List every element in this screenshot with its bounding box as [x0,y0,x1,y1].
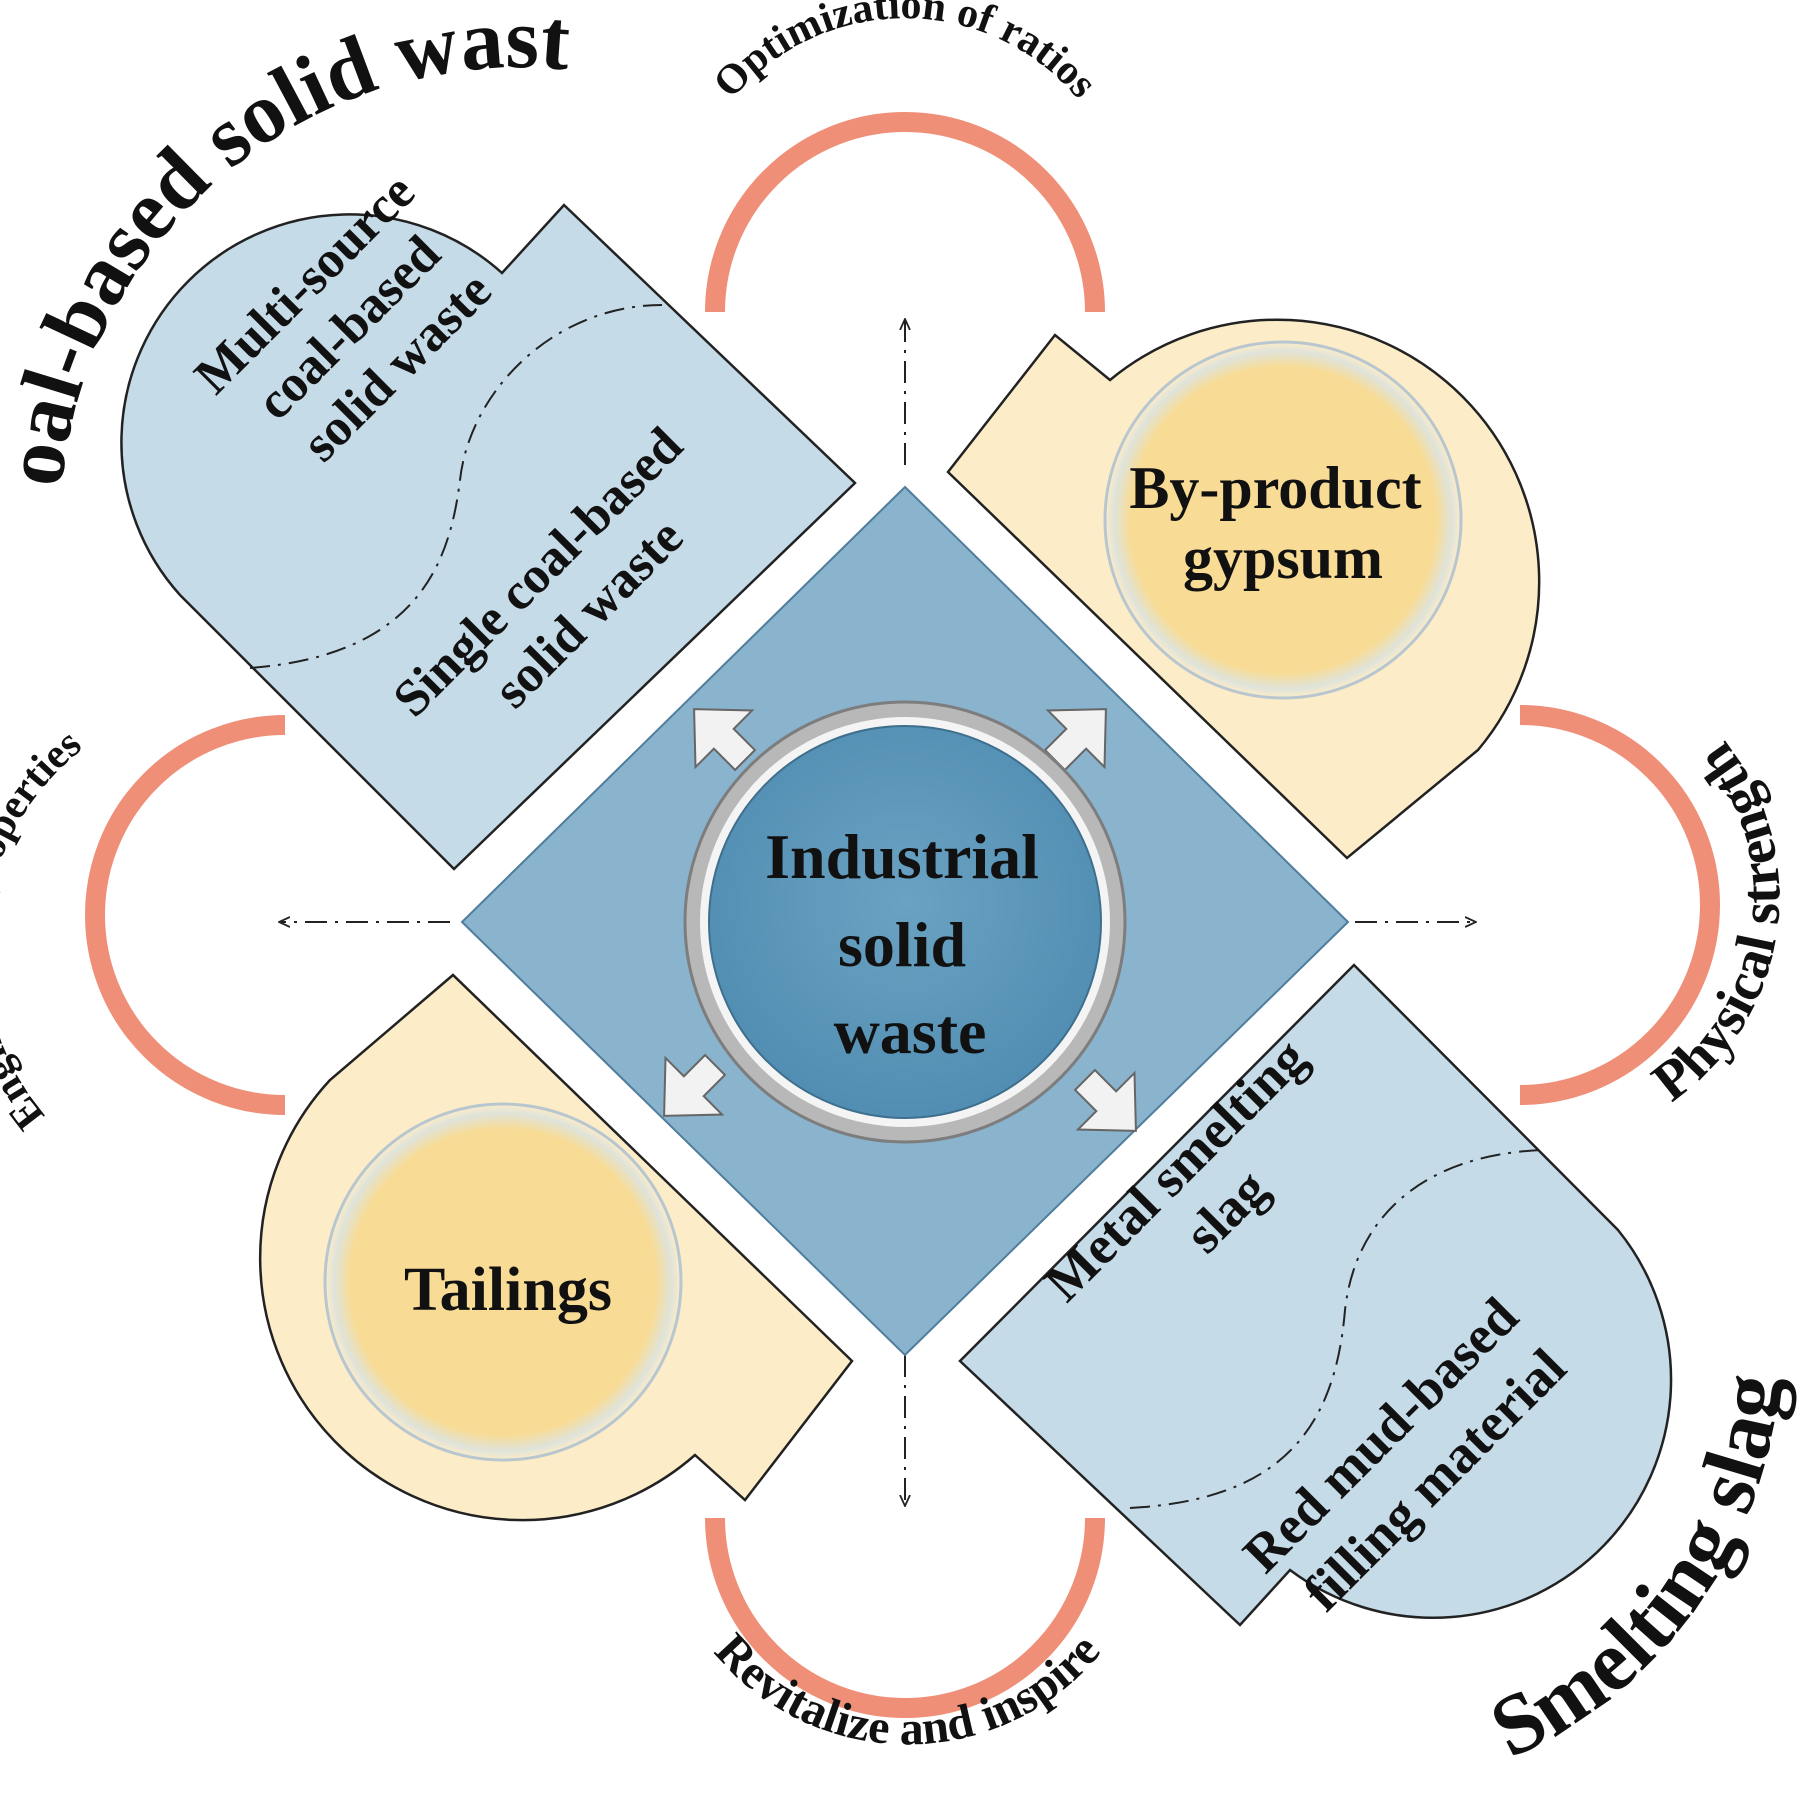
arc-label-left: Engineering properties [0,720,90,1138]
arrow-to-coal [693,708,757,772]
petal-coal-based [120,203,857,871]
tailings-label: Tailings [404,1256,612,1324]
arrow-to-gypsum [1043,708,1107,772]
gypsum-label-line-2: gypsum [1183,525,1383,591]
arc-label-top: Optimization of ratios [705,0,1106,107]
petal-coal-based-shape [120,203,857,871]
arrow-to-tailings [663,1053,727,1117]
center-label-line-2: solid [838,909,966,980]
petal-smelting-slag [958,963,1673,1627]
axis-arrows [280,320,1475,1505]
gypsum-circle [1103,340,1463,700]
slag-divider-line [1129,1149,1543,1509]
tailings-circle [323,1102,683,1462]
coal-divider-line [249,304,663,669]
svg-text:By-product gypsum: By-product gypsum [1129,455,1436,591]
petal-smelting-slag-shape [958,963,1673,1627]
center-label-line-3: waste [834,996,987,1067]
gypsum-label-line-1: By-product [1129,455,1421,521]
center-label-line-1: Industrial [765,821,1039,892]
arc-right [1519,705,1720,1105]
svg-text:Industrial solid w: Industrial solid waste [765,821,1055,1067]
center-circle-fill [708,725,1102,1119]
arc-top [705,112,1105,313]
center-circle: Industrial solid waste [683,700,1127,1144]
arc-bottom [705,1517,1105,1718]
arc-left [85,715,286,1115]
arrow-to-slag [1073,1068,1137,1132]
petal-tailings [258,973,854,1522]
petal-gypsum [946,318,1541,860]
outward-arrows [663,708,1137,1132]
